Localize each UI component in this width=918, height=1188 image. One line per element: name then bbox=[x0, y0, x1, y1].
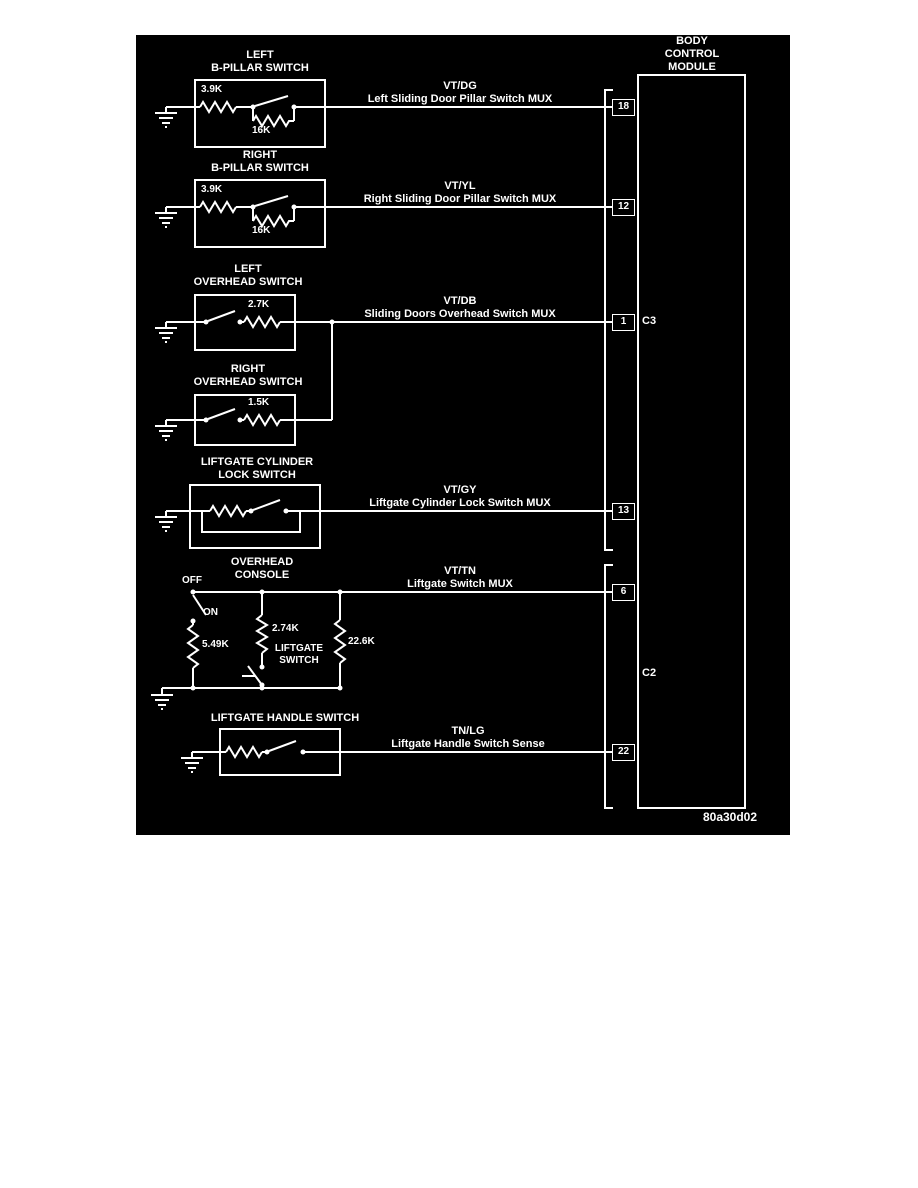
connector-c3-label: C3 bbox=[642, 315, 657, 327]
resistor-5-49k bbox=[186, 624, 200, 669]
bcm-box-art bbox=[604, 74, 746, 809]
left-overhead-title: LEFT OVERHEAD SWITCH bbox=[193, 263, 303, 288]
left-b-pillar-title: LEFT B-PILLAR SWITCH bbox=[211, 49, 309, 74]
resistor bbox=[209, 504, 247, 518]
wire-name-liftgate-cylinder: Liftgate Cylinder Lock Switch MUX bbox=[369, 497, 551, 509]
resistor-22-6k bbox=[333, 619, 347, 664]
resistor-3-9k bbox=[199, 200, 237, 214]
diagram-linework bbox=[151, 74, 746, 809]
right-overhead-title: RIGHT OVERHEAD SWITCH bbox=[193, 363, 303, 388]
pin-13: 13 bbox=[612, 503, 635, 520]
ground-symbol bbox=[181, 751, 226, 773]
wire-color-left-b-pillar: VT/DG bbox=[443, 80, 477, 92]
pin-18: 18 bbox=[612, 99, 635, 116]
resistor-value-label: 2.7K bbox=[248, 299, 270, 310]
wire-name-left-b-pillar: Left Sliding Door Pillar Switch MUX bbox=[367, 93, 553, 105]
connector-c2-label: C2 bbox=[642, 667, 657, 679]
switch-arm bbox=[254, 95, 289, 107]
right-b-pillar-circuit-art bbox=[155, 179, 612, 248]
wire-color-liftgate-handle: TN/LG bbox=[451, 725, 485, 737]
left-overhead-circuit-art bbox=[155, 294, 612, 351]
bypass-loop bbox=[201, 511, 301, 533]
resistor-value-label: 1.5K bbox=[248, 397, 270, 408]
ground-symbol bbox=[155, 510, 210, 532]
liftgate-switch-label: LIFTGATE SWITCH bbox=[274, 643, 324, 666]
figure-id: 80a30d02 bbox=[702, 810, 758, 824]
resistor-value-label: 16K bbox=[252, 125, 271, 136]
wire-color-overhead: VT/DB bbox=[443, 295, 477, 307]
pin-22: 22 bbox=[612, 744, 635, 761]
resistor-value-label: 16K bbox=[252, 225, 271, 236]
liftgate-cylinder-title: LIFTGATE CYLINDER LOCK SWITCH bbox=[200, 456, 314, 481]
connector-c3-bracket bbox=[604, 89, 613, 551]
resistor-2-7k bbox=[243, 315, 281, 329]
resistor-16k bbox=[252, 114, 294, 128]
bcm-title: BODY CONTROL MODULE bbox=[664, 35, 720, 73]
ground-symbol bbox=[155, 206, 195, 228]
pin-12: 12 bbox=[612, 199, 635, 216]
pin-1: 1 bbox=[612, 314, 635, 331]
switch-arm bbox=[268, 740, 297, 752]
wire-name-right-b-pillar: Right Sliding Door Pillar Switch MUX bbox=[363, 193, 557, 205]
on-off-switch-arm bbox=[192, 594, 207, 616]
connector-c2-bracket bbox=[604, 564, 613, 809]
wire-color-liftgate-cylinder: VT/GY bbox=[443, 484, 477, 496]
wire-name-liftgate-switch: Liftgate Switch MUX bbox=[407, 578, 513, 590]
liftgate-handle-title: LIFTGATE HANDLE SWITCH bbox=[210, 712, 360, 724]
pin-6: 6 bbox=[612, 584, 635, 601]
ground-symbol bbox=[151, 688, 173, 710]
resistor-3-9k bbox=[199, 100, 237, 114]
switch-off-label: OFF bbox=[182, 575, 202, 586]
liftgate-handle-circuit-art bbox=[181, 728, 612, 776]
switch-on-label: ON bbox=[203, 607, 218, 618]
switch-arm bbox=[254, 195, 289, 207]
switch-arm bbox=[252, 499, 281, 511]
wire-name-overhead: Sliding Doors Overhead Switch MUX bbox=[364, 308, 556, 320]
resistor-16k bbox=[252, 214, 294, 228]
resistor-1-5k bbox=[243, 413, 281, 427]
wire-join-to-pin-1 bbox=[280, 322, 333, 421]
wire-name-liftgate-handle: Liftgate Handle Switch Sense bbox=[391, 738, 545, 750]
resistor-value-label: 3.9K bbox=[201, 184, 223, 195]
switch-arm bbox=[207, 408, 236, 420]
junction-dots bbox=[190, 104, 343, 755]
resistor-value-label: 2.74K bbox=[272, 623, 299, 634]
wire-color-right-b-pillar: VT/YL bbox=[444, 180, 476, 192]
resistor-2-74k bbox=[255, 614, 269, 654]
ground-symbol bbox=[155, 419, 204, 441]
resistor-value-label: 22.6K bbox=[348, 636, 375, 647]
wire-color-liftgate-switch: VT/TN bbox=[444, 565, 476, 577]
ground-symbol bbox=[155, 106, 195, 128]
right-b-pillar-title: RIGHT B-PILLAR SWITCH bbox=[211, 149, 309, 174]
wiring-diagram-panel: BODY CONTROL MODULE C3 C2 18 12 1 13 6 2… bbox=[136, 35, 790, 835]
resistor-value-label: 3.9K bbox=[201, 84, 223, 95]
resistor bbox=[225, 745, 263, 759]
overhead-console-title: OVERHEAD CONSOLE bbox=[230, 556, 294, 581]
ground-symbol bbox=[155, 321, 204, 343]
resistor-value-label: 5.49K bbox=[202, 639, 229, 650]
switch-arm bbox=[207, 310, 236, 322]
